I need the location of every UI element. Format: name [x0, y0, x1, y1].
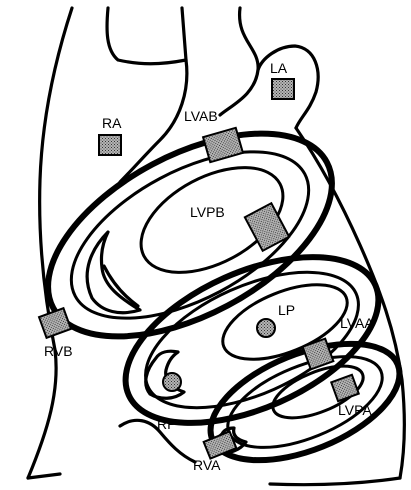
- label-lvab: LVAB: [184, 108, 218, 124]
- label-lp: LP: [278, 302, 295, 318]
- label-la: LA: [270, 60, 288, 76]
- label-lvpa: LVPA: [338, 402, 372, 418]
- rp-marker: [163, 373, 181, 391]
- la-marker: [272, 79, 294, 99]
- rvb-marker: [39, 308, 71, 338]
- heart-right-wall: [296, 128, 404, 478]
- lvab-marker: [203, 128, 243, 162]
- apical-section: [194, 320, 411, 484]
- label-lvpb: LVPB: [190, 204, 225, 220]
- heart-base-line: [270, 478, 400, 485]
- basal-section: [16, 92, 365, 379]
- great-vessel-left-wall: [107, 8, 186, 64]
- label-rva: RVA: [193, 457, 221, 473]
- label-ra: RA: [102, 115, 122, 131]
- ra-marker: [99, 135, 121, 155]
- label-rp: RP: [157, 416, 176, 432]
- aortic-root-wall: [220, 8, 258, 115]
- label-rvb: RVB: [44, 343, 73, 359]
- great-vessel-stub: [182, 8, 186, 60]
- lvpa-marker: [331, 375, 359, 401]
- heart-apex-bottom: [28, 474, 60, 478]
- lp-marker: [257, 319, 275, 337]
- label-lvaa: LVAA: [340, 315, 374, 331]
